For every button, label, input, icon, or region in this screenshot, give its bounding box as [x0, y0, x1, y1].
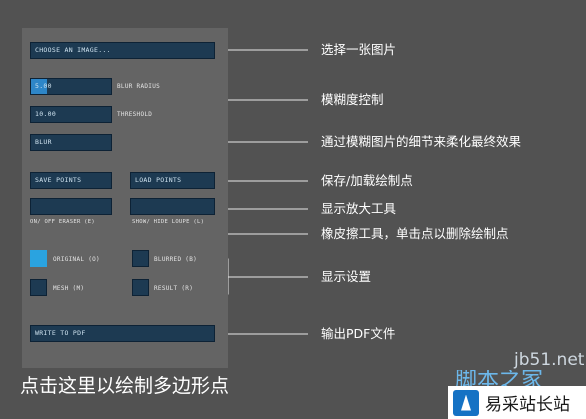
watermark-site: jb51.net [514, 350, 585, 370]
threshold-label: THRESHOLD [117, 111, 153, 118]
annotation-choose-image: 选择一张图片 [321, 42, 397, 57]
view-original-label: ORIGINAL (O) [53, 256, 100, 263]
eraser-label: ON/ OFF ERASER (E) [30, 219, 96, 225]
annotation-write-pdf: 输出PDF文件 [321, 326, 396, 341]
annotation-save-load: 保存/加载绘制点 [321, 173, 413, 188]
blur-radius-label: BLUR RADIUS [117, 83, 161, 90]
blur-radius-fill [31, 79, 47, 94]
annotation-loupe: 显示放大工具 [321, 201, 397, 216]
view-result-label: RESULT (R) [154, 285, 194, 292]
save-points-button[interactable]: SAVE POINTS [30, 172, 112, 189]
threshold-value: 10.00 [35, 110, 57, 119]
watermark-site-cn: 脚本之家 [455, 370, 544, 387]
watermark-badge-text: 易采站长站 [485, 395, 570, 415]
bottom-caption: 点击这里以绘制多边形点 [20, 375, 230, 397]
loupe-label: SHOW/ HIDE LOUPE (L) [132, 219, 205, 225]
view-mesh-label: MESH (M) [53, 285, 85, 292]
loupe-toggle[interactable] [130, 198, 215, 215]
blur-button[interactable]: BLUR [30, 134, 112, 151]
blur-radius-value: 5.00 [35, 82, 52, 91]
choose-image-button[interactable]: CHOOSE AN IMAGE... [30, 42, 215, 59]
blur-button-label: BLUR [35, 138, 52, 147]
annotation-display-settings: 显示设置 [321, 269, 372, 284]
threshold-slider[interactable]: 10.00 [30, 106, 112, 123]
view-blurred-radio[interactable] [132, 250, 149, 267]
load-points-button[interactable]: LOAD POINTS [130, 172, 215, 189]
blur-radius-slider[interactable]: 5.00 [30, 78, 112, 95]
view-blurred-label: BLURRED (B) [154, 256, 198, 263]
write-pdf-label: WRITE TO PDF [35, 329, 86, 338]
write-pdf-button[interactable]: WRITE TO PDF [30, 325, 215, 342]
control-panel: CHOOSE AN IMAGE... 5.00 BLUR RADIUS 10.0… [22, 28, 228, 368]
view-original-radio[interactable] [30, 250, 47, 267]
annotation-blur-control: 模糊度控制 [321, 92, 384, 107]
annotation-eraser: 橡皮擦工具，单击点以删除绘制点 [321, 226, 509, 241]
eraser-toggle[interactable] [30, 198, 112, 215]
watermark-badge: 易采站长站 [448, 386, 586, 419]
save-points-label: SAVE POINTS [35, 176, 82, 185]
annotation-blur-button: 通过模糊图片的细节来柔化最终效果 [321, 134, 522, 149]
load-points-label: LOAD POINTS [135, 176, 182, 185]
site-logo-icon [453, 389, 479, 416]
view-mesh-radio[interactable] [30, 279, 47, 296]
view-result-radio[interactable] [132, 279, 149, 296]
choose-image-label: CHOOSE AN IMAGE... [35, 46, 111, 55]
